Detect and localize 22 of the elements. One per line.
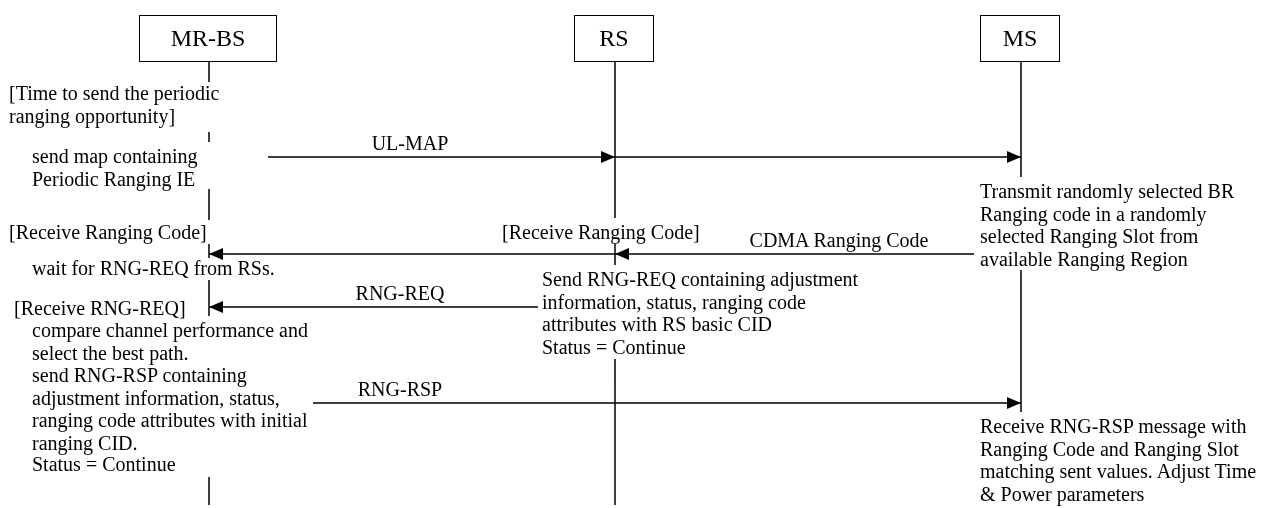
note-text: [Receive Ranging Code] (502, 221, 700, 244)
message-arrow (312, 397, 1022, 409)
note-text: Send RNG-REQ containing adjustment information, status, ranging code attributes with RS basic CID (542, 268, 860, 336)
message-arrow (267, 151, 616, 163)
note-text: wait for RNG-REQ from RSs. (32, 257, 275, 280)
note-text: Status = Continue (542, 336, 686, 359)
note-text: send RNG-RSP containing adjustment information, status, ranging code attributes with initial ranging CID. (32, 364, 309, 454)
note-text: Transmit randomly selected BR Ranging code in a randomly selected Ranging Slot from available Ranging Region (980, 180, 1236, 270)
message-arrow (614, 248, 975, 260)
note-text: [Receive Ranging Code] (9, 221, 207, 244)
note-text: send map containing Periodic Ranging IE (32, 145, 199, 190)
note-text: [Time to send the periodic ranging opportunity] (9, 82, 221, 127)
message-label: RNG-REQ (355, 282, 445, 304)
message-label: UL-MAP (371, 132, 449, 154)
message-label: RNG-RSP (357, 378, 443, 400)
message-arrow (614, 151, 1022, 163)
message-label: CDMA Ranging Code (749, 229, 929, 251)
message-arrow (208, 301, 539, 313)
message-arrow (208, 248, 616, 260)
note-text: Receive RNG-RSP message with Ranging Code and Ranging Slot matching sent values. Adjust Time & Power parameters (980, 415, 1258, 505)
note-text: [Receive RNG-REQ] (14, 297, 186, 320)
note-text: compare channel performance and select the best path. (32, 319, 309, 364)
